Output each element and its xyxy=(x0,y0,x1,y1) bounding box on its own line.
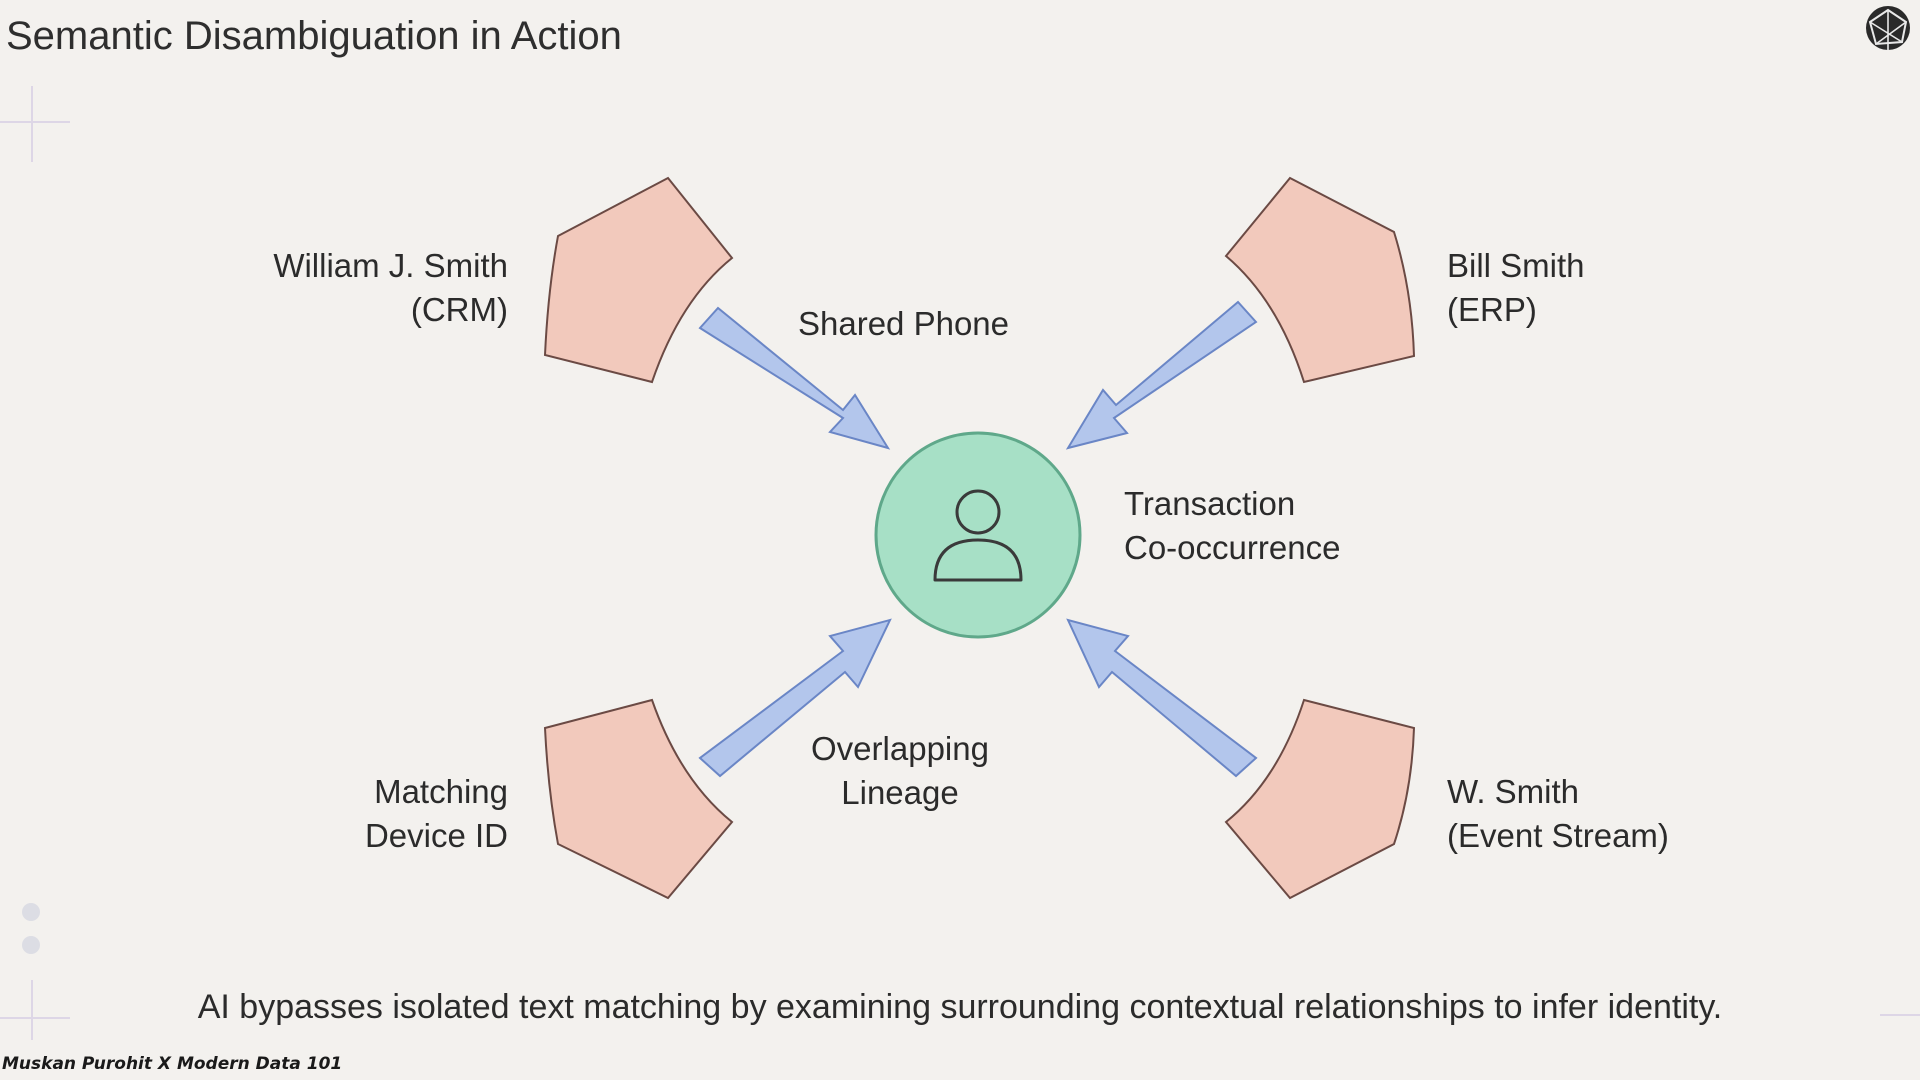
decorative-dots xyxy=(22,903,40,954)
resolved-identity-node xyxy=(874,431,1082,639)
slide-title: Semantic Disambiguation in Action xyxy=(6,14,622,58)
source-shape-top-right xyxy=(1224,176,1416,384)
source-label-device-id: Matching Device ID xyxy=(364,773,508,854)
credit-watermark: Muskan Purohit X Modern Data 101 xyxy=(2,1054,343,1074)
person-icon xyxy=(933,489,1023,582)
arrow-transaction xyxy=(1065,300,1258,450)
edge-line-right xyxy=(1880,1014,1920,1016)
relationship-label-lineage: Overlapping Lineage xyxy=(811,730,989,811)
source-label-erp: Bill Smith (ERP) xyxy=(1447,247,1585,328)
source-shape-top-left xyxy=(543,176,734,384)
globe-logo-icon xyxy=(1866,6,1910,50)
arrow-lineage xyxy=(698,618,892,778)
source-label-crm: William J. Smith (CRM) xyxy=(273,247,508,328)
source-shape-bottom-left xyxy=(543,698,734,900)
slide-caption: AI bypasses isolated text matching by ex… xyxy=(197,988,1723,1026)
source-label-event-stream: W. Smith (Event Stream) xyxy=(1447,773,1669,854)
relationship-label-transaction: Transaction Co-occurrence xyxy=(1124,485,1341,566)
arrow-shared-phone xyxy=(698,306,891,450)
corner-crosshair-top-left xyxy=(0,86,70,162)
arrow-device-event xyxy=(1066,618,1258,778)
relationship-label-shared-phone: Shared Phone xyxy=(798,305,1010,342)
source-shape-bottom-right xyxy=(1224,698,1416,900)
corner-crosshair-bottom-left xyxy=(0,980,70,1040)
